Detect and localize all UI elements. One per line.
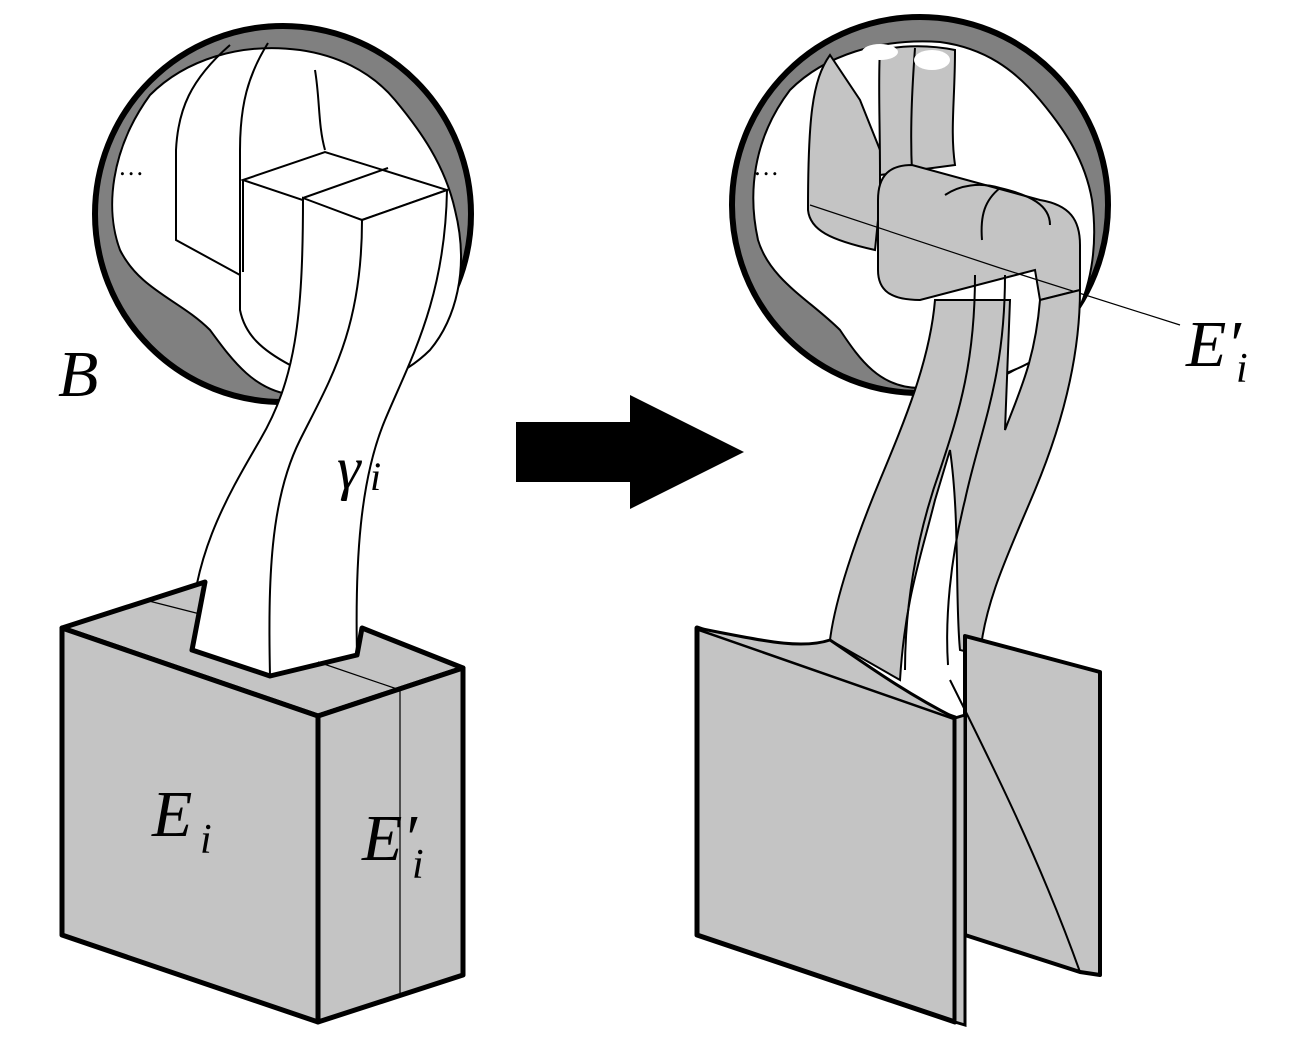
plate-back [949, 634, 1102, 977]
arc-label-base: γ [337, 435, 362, 501]
ball-label: B [58, 338, 98, 411]
disk-label-left: E′ i [361, 802, 424, 888]
transformation-arrow [516, 395, 744, 509]
ball-right: … [729, 14, 1181, 396]
right-panel: … [694, 14, 1248, 1028]
disk-label-right: E′ i [1185, 308, 1248, 392]
block-label-base: E [151, 778, 192, 851]
disk-label-right-sub: i [1236, 346, 1248, 392]
block-label-sub: i [200, 817, 212, 863]
arc-band-right [828, 274, 1082, 682]
disk-label-right-base: E′ [1185, 308, 1242, 381]
block-left [59, 579, 466, 1025]
arc-label-sub: i [370, 454, 381, 499]
block-label: E i [151, 778, 212, 863]
disk-label-left-sub: i [412, 842, 424, 888]
disk-label-left-base: E′ [361, 802, 418, 875]
arc-label: γ i [337, 435, 381, 501]
dots-left-label: … [120, 152, 143, 181]
dots-right-label: … [755, 152, 778, 181]
left-panel: … B γ i E i [58, 23, 474, 1025]
plate-front [694, 625, 967, 1028]
